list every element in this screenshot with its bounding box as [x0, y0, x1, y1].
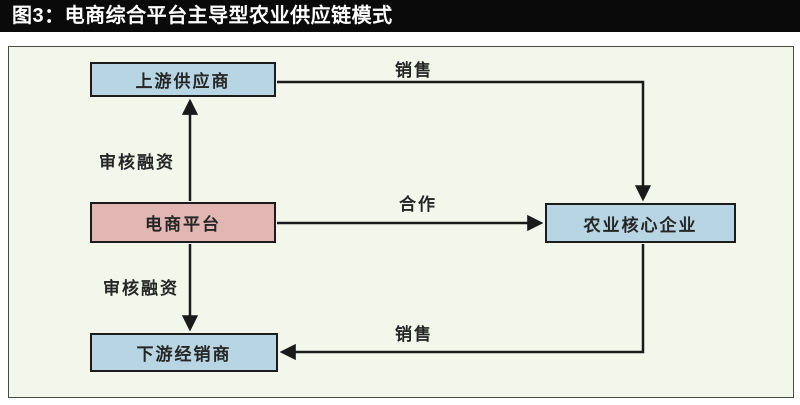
node-upstream-supplier: 上游供应商 — [90, 62, 276, 97]
node-agricultural-core-enterprise-label: 农业核心企业 — [583, 215, 698, 235]
node-agricultural-core-enterprise: 农业核心企业 — [545, 203, 736, 243]
node-ecommerce-platform-label: 电商平台 — [145, 215, 221, 234]
node-downstream-distributor-label: 下游经销商 — [136, 345, 232, 364]
edge-label-cooperation: 合作 — [399, 195, 437, 214]
edge-label-sales-top: 销售 — [395, 61, 433, 80]
edge-label-sales-bottom: 销售 — [395, 325, 433, 344]
node-ecommerce-platform: 电商平台 — [90, 202, 276, 243]
node-downstream-distributor: 下游经销商 — [90, 333, 278, 372]
node-upstream-supplier-label: 上游供应商 — [135, 72, 231, 91]
figure-title: 图3：电商综合平台主导型农业供应链模式 — [0, 0, 800, 32]
edge-label-review-financing-upper: 审核融资 — [99, 153, 175, 172]
edge-label-review-financing-lower: 审核融资 — [103, 279, 179, 298]
